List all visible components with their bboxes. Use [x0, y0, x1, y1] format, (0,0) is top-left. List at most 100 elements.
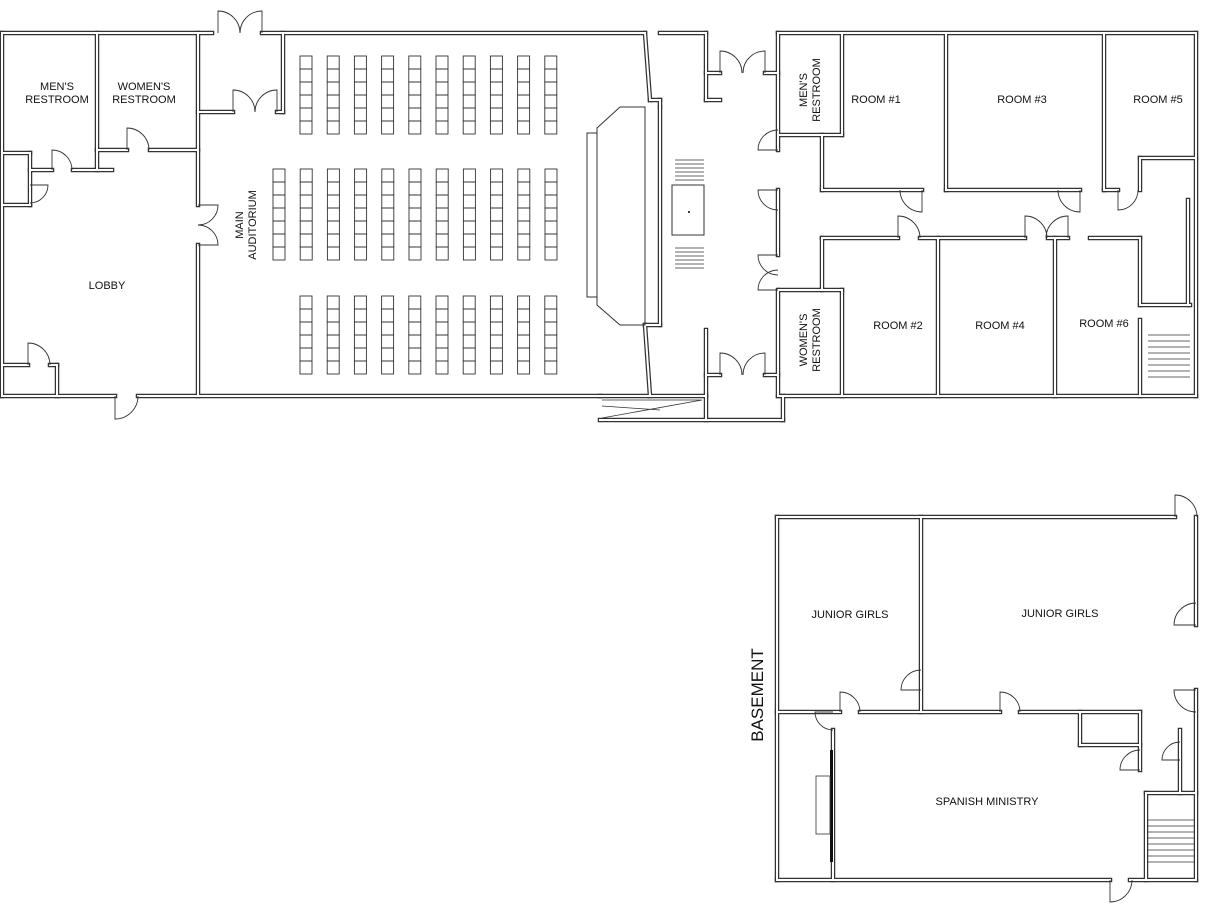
door-swing [814, 711, 834, 731]
door-swing [197, 204, 219, 226]
seat [490, 207, 504, 222]
door-swing [232, 89, 256, 113]
seat [326, 55, 340, 70]
seat [326, 246, 340, 261]
seat [326, 347, 340, 362]
door-swing [897, 215, 921, 239]
seat [381, 120, 395, 135]
seat [489, 120, 503, 135]
seat [408, 181, 422, 196]
door-swing [1161, 741, 1181, 761]
seat [435, 55, 449, 70]
seat [462, 168, 476, 183]
seat [353, 360, 367, 375]
door-swing [839, 691, 861, 713]
label-room-4: ROOM #4 [975, 320, 1025, 332]
seat [299, 55, 313, 70]
seat [354, 233, 368, 248]
label-junior-girls-right: JUNIOR GIRLS [1021, 608, 1098, 620]
label-auditorium-2: AUDITORIUM [247, 190, 259, 259]
seat [462, 295, 476, 310]
seat [544, 194, 558, 209]
door-swing [999, 691, 1021, 713]
seat [462, 347, 476, 362]
seat [408, 55, 422, 70]
seat [462, 68, 476, 83]
seat [489, 81, 503, 96]
seat [353, 55, 367, 70]
seat [326, 107, 340, 122]
seat [353, 107, 367, 122]
seat [435, 94, 449, 109]
seat [462, 233, 476, 248]
seat [489, 94, 503, 109]
seat [353, 120, 367, 135]
seat [462, 94, 476, 109]
seat [435, 334, 449, 349]
label-lobby: LOBBY [89, 280, 126, 292]
label-basement: BASEMENT [748, 648, 767, 742]
seat [435, 347, 449, 362]
seat [326, 120, 340, 135]
seat [299, 94, 313, 109]
seat [326, 295, 340, 310]
door-swing [1117, 189, 1139, 211]
seat [462, 334, 476, 349]
seat [381, 181, 395, 196]
seat [272, 220, 286, 235]
seat [408, 94, 422, 109]
seat [462, 120, 476, 135]
seat [381, 107, 395, 122]
seat [408, 220, 422, 235]
seat [354, 181, 368, 196]
seat [490, 220, 504, 235]
seat [408, 334, 422, 349]
seat [544, 321, 558, 336]
seat [354, 220, 368, 235]
seat [517, 181, 531, 196]
seat [299, 181, 313, 196]
seat [299, 120, 313, 135]
seat [353, 81, 367, 96]
seat [517, 107, 531, 122]
seat [435, 295, 449, 310]
seat [299, 207, 313, 222]
seat [272, 246, 286, 261]
seat [517, 120, 531, 135]
seat [326, 334, 340, 349]
seat [462, 194, 476, 209]
seat [354, 207, 368, 222]
seat [299, 347, 313, 362]
label-room-2: ROOM #2 [873, 320, 923, 332]
seat [490, 181, 504, 196]
door-swing [742, 50, 766, 74]
seat [299, 233, 313, 248]
seat [544, 107, 558, 122]
seat [489, 295, 503, 310]
door-swing [757, 129, 779, 151]
seat [381, 360, 395, 375]
seat [435, 168, 449, 183]
stage-bar [830, 750, 833, 862]
door-swing [27, 342, 51, 366]
seat [544, 168, 558, 183]
seat [272, 168, 286, 183]
seat [462, 107, 476, 122]
seat [544, 360, 558, 375]
seat [353, 94, 367, 109]
fixtures [586, 106, 1194, 863]
seat [272, 207, 286, 222]
seat [353, 347, 367, 362]
seat [381, 194, 395, 209]
seat [354, 194, 368, 209]
seat [381, 220, 395, 235]
seat [381, 246, 395, 261]
seat [435, 181, 449, 196]
seat [544, 220, 558, 235]
door-swing [1119, 749, 1141, 771]
seat [299, 194, 313, 209]
seat [462, 360, 476, 375]
seat [544, 347, 558, 362]
door-swing [126, 127, 150, 151]
